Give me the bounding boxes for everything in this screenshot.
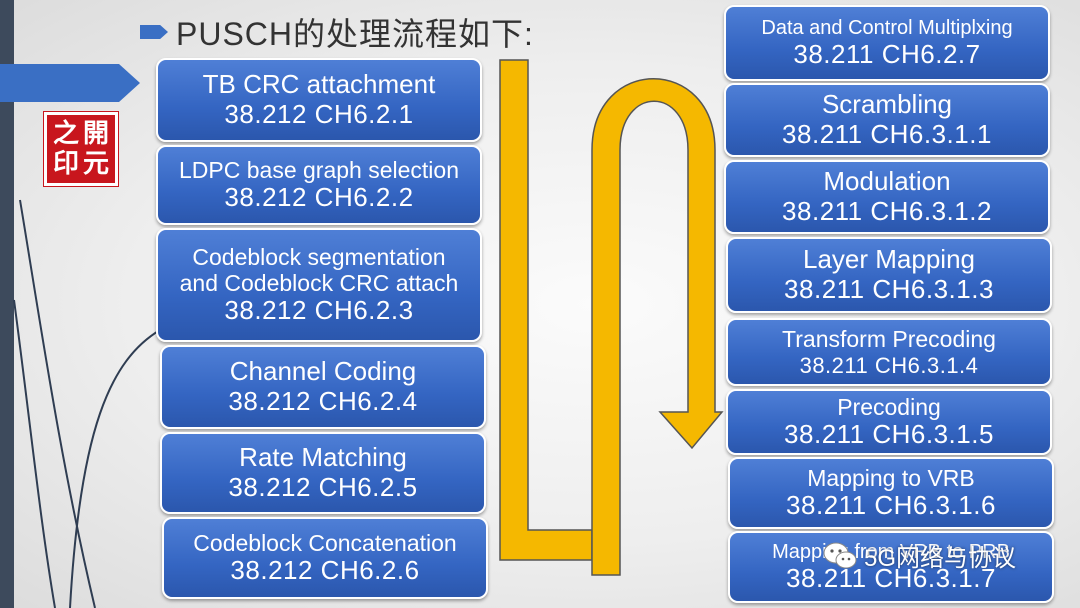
step-channel-coding: Channel Coding 38.212 CH6.2.4 [160,345,486,429]
step-ref: 38.211 CH6.3.1.1 [782,119,992,149]
step-codeblock-segmentation: Codeblock segmentation and Codeblock CRC… [156,228,482,342]
seal-stamp: 之 開 印 元 [43,111,119,187]
step-precoding: Precoding 38.211 CH6.3.1.5 [726,389,1052,455]
step-name: Channel Coding [229,356,417,387]
step-ldpc-base-graph: LDPC base graph selection 38.212 CH6.2.2 [156,145,482,225]
step-ref: 38.211 CH6.3.1.6 [786,490,996,521]
left-accent-bar [0,0,14,608]
step-name: LDPC base graph selection [179,156,459,183]
flow-u-turn-arrow [591,78,724,576]
step-layer-mapping: Layer Mapping 38.211 CH6.3.1.3 [726,237,1052,313]
stamp-char: 元 [82,149,109,179]
step-ref: 38.212 CH6.2.3 [224,295,414,326]
step-name: Rate Matching [239,442,407,473]
step-name: Data and Control Multiplxing [761,16,1013,39]
step-ref: 38.212 CH6.2.5 [228,472,418,502]
step-name: Codeblock Concatenation [193,529,457,556]
step-name: Modulation [823,166,951,197]
decorative-curves [13,199,161,608]
slide-title: PUSCH的处理流程如下: [140,10,534,54]
step-codeblock-concatenation: Codeblock Concatenation 38.212 CH6.2.6 [162,517,488,599]
step-name-line2: and Codeblock CRC attach [179,270,459,297]
step-mapping-to-vrb: Mapping to VRB 38.211 CH6.3.1.6 [728,457,1054,529]
step-tb-crc-attachment: TB CRC attachment 38.212 CH6.2.1 [156,58,482,142]
step-name: Transform Precoding [782,326,996,353]
step-name: Mapping to VRB [807,464,975,491]
step-name-line1: Codeblock segmentation [192,243,446,270]
stamp-char: 印 [52,149,79,179]
wechat-icon [823,542,857,568]
step-ref: 38.211 CH6.3.1.2 [782,196,992,226]
arrow-bullet-icon [140,25,168,39]
step-modulation: Modulation 38.211 CH6.3.1.2 [724,160,1050,234]
section-arrow-marker [0,64,140,102]
step-ref: 38.211 CH6.3.1.7 [786,562,996,593]
step-ref: 38.211 CH6.3.1.3 [784,274,994,304]
step-ref: 38.212 CH6.2.2 [224,182,414,213]
step-name: Precoding [837,393,941,420]
step-ref: 38.211 CH6.3.1.5 [784,419,994,450]
step-name: Scrambling [821,89,953,120]
stamp-char: 之 [52,119,79,149]
step-name: TB CRC attachment [202,69,436,100]
slide-title-text: PUSCH的处理流程如下: [176,16,534,52]
step-ref: 38.211 CH6.2.7 [793,38,981,69]
watermark: 5G网络与协议 [822,538,1016,573]
step-transform-precoding: Transform Precoding 38.211 CH6.3.1.4 [726,318,1052,386]
step-name: Layer Mapping [803,244,975,275]
step-scrambling: Scrambling 38.211 CH6.3.1.1 [724,83,1050,157]
step-ref: 38.212 CH6.2.1 [224,99,414,129]
stamp-char: 開 [82,119,109,149]
step-ref: 38.212 CH6.2.4 [228,386,418,416]
flow-path-arrow [499,59,593,561]
step-rate-matching: Rate Matching 38.212 CH6.2.5 [160,432,486,514]
step-ref: 38.212 CH6.2.6 [230,555,420,586]
step-data-control-multiplexing: Data and Control Multiplxing 38.211 CH6.… [724,5,1050,81]
step-ref: 38.211 CH6.3.1.4 [799,352,979,378]
watermark-text: 5G网络与协议 [864,545,1017,572]
